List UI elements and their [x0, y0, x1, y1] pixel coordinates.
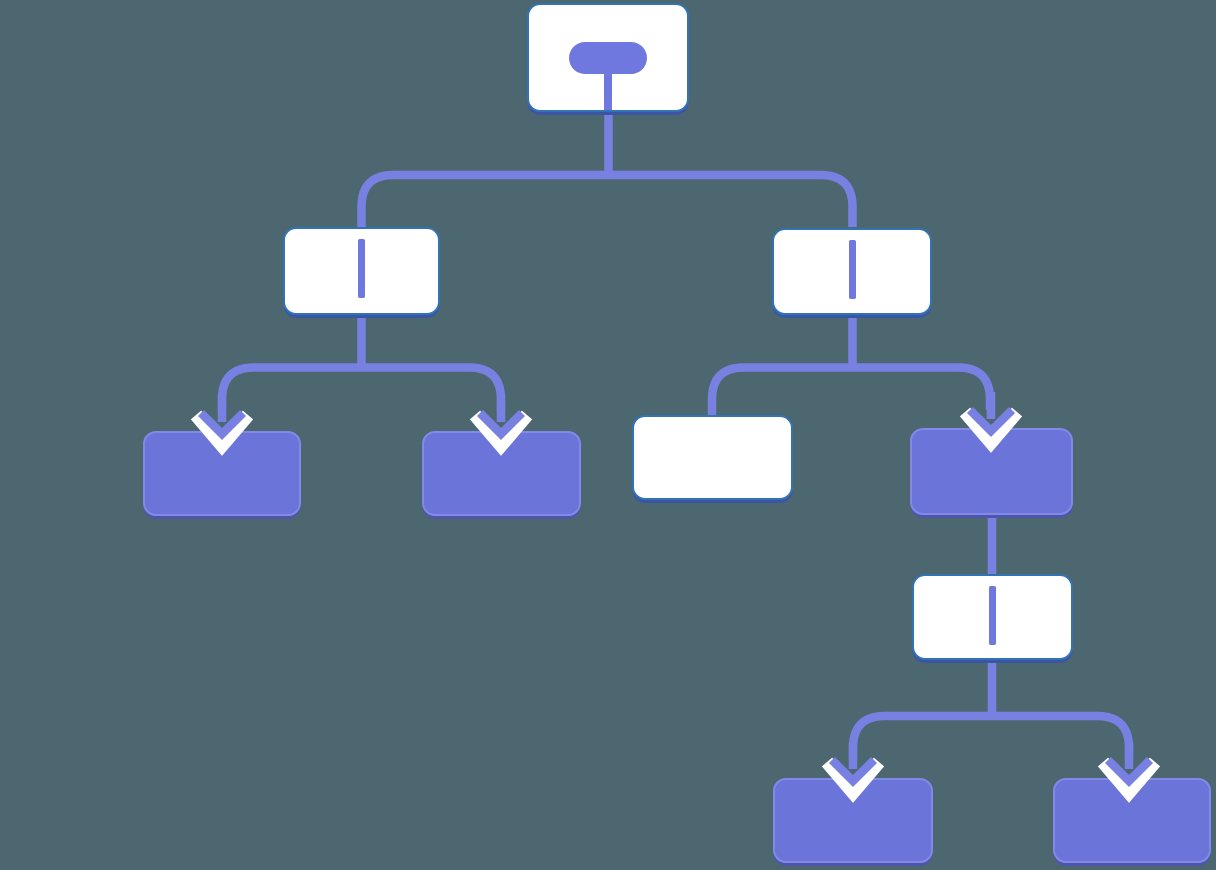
root-node[interactable] [527, 3, 689, 112]
empty-node[interactable] [632, 415, 793, 500]
chevron-highlight-icon [1097, 757, 1161, 803]
arrowhead-chevron-icon [197, 409, 247, 441]
branch-node-right[interactable] [772, 228, 932, 315]
split-divider-glyph [358, 239, 365, 298]
split-divider-glyph [848, 240, 856, 299]
arrow-into-leaf-1 [190, 395, 254, 456]
arrowhead-chevron-icon [966, 406, 1016, 438]
chevron-highlight-icon [821, 757, 885, 803]
chevron-highlight-icon [959, 407, 1023, 453]
branch-node-bottom[interactable] [912, 574, 1073, 660]
split-divider-glyph [989, 586, 996, 645]
root-pill-glyph [569, 42, 647, 74]
arrow-into-leaf-3 [821, 742, 885, 803]
arrowhead-chevron-icon [476, 409, 526, 441]
edge-level1-tee [357, 170, 857, 227]
root-stem-glyph [603, 72, 613, 110]
chevron-highlight-icon [469, 410, 533, 456]
branch-node-left[interactable] [283, 227, 440, 315]
arrow-into-leaf-4 [1097, 742, 1161, 803]
arrowhead-chevron-icon [1104, 756, 1154, 788]
arrow-into-collapsed-parent [959, 392, 1023, 453]
arrowhead-chevron-icon [828, 756, 878, 788]
edge-level2-left-tee [217, 363, 506, 412]
chevron-highlight-icon [190, 410, 254, 456]
arrow-into-leaf-2 [469, 395, 533, 456]
edge-level3-tee [848, 711, 1134, 758]
edge-level2-right-tee [707, 363, 995, 415]
